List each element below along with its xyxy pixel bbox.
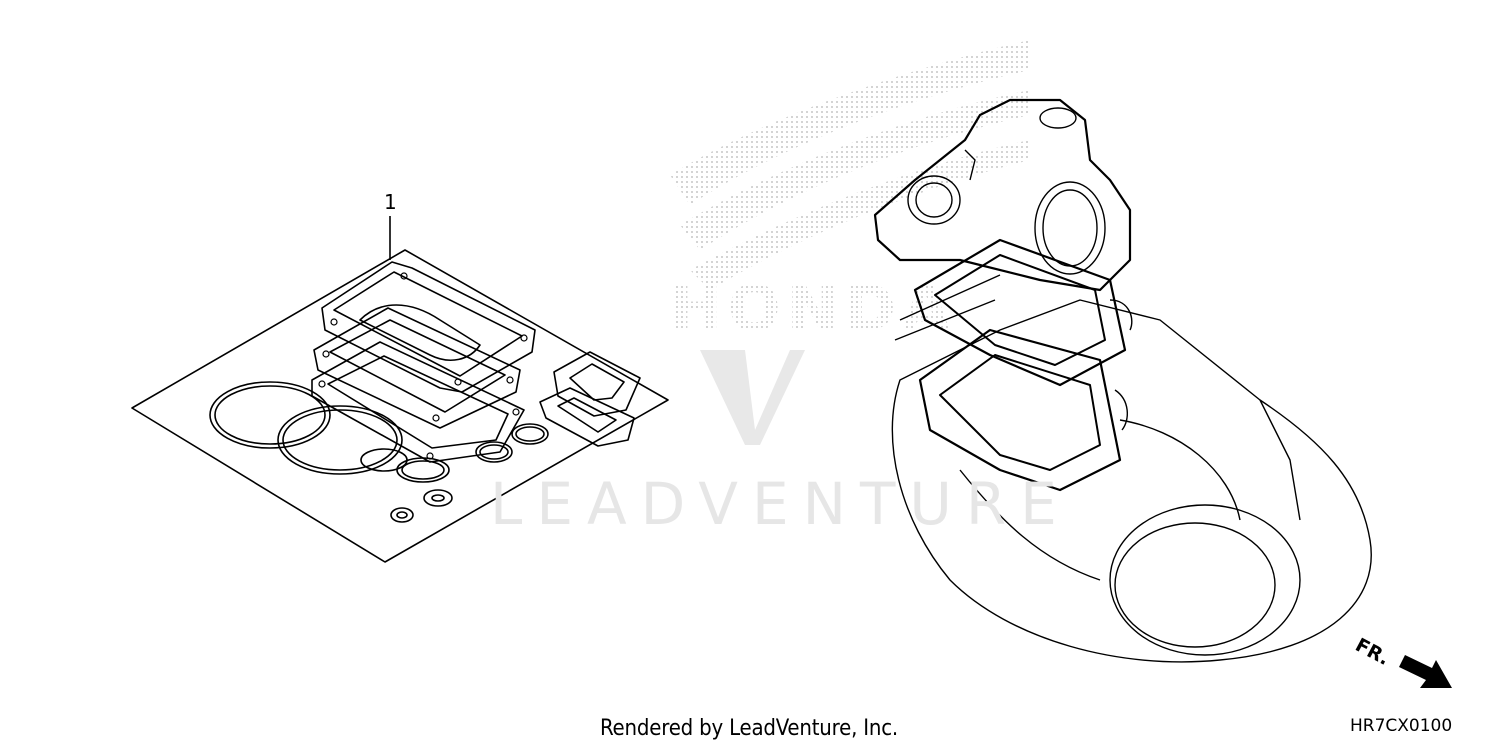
footer-credit: Rendered by LeadVenture, Inc. [600, 716, 898, 741]
leadventure-watermark-mark [700, 350, 805, 445]
front-arrow-icon [1399, 655, 1452, 688]
svg-text:HONDA: HONDA [670, 272, 956, 345]
leadventure-watermark: LEADVENTURE [490, 470, 1071, 538]
engine-assembly [873, 98, 1372, 663]
callout-number-1: 1 [384, 190, 397, 214]
honda-wing-logo: HONDA [670, 40, 1030, 345]
gasket-kit-sheet [131, 216, 669, 563]
diagram-code: HR7CX0100 [1350, 716, 1453, 736]
